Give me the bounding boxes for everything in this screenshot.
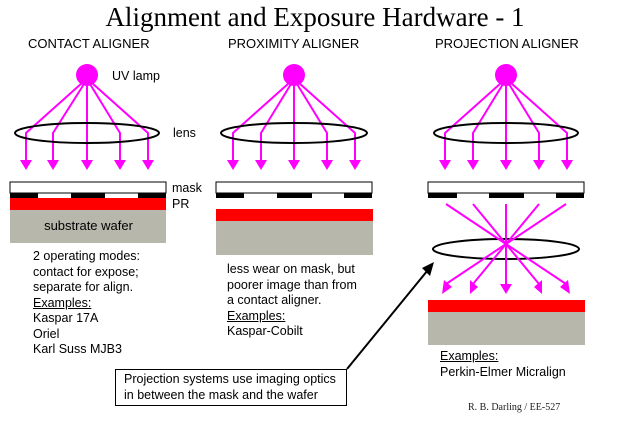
callout-line: in between the mask and the wafer xyxy=(124,387,318,402)
callout-pointer-arrow xyxy=(346,264,433,370)
heading-proximity-aligner: PROXIMITY ALIGNER xyxy=(228,36,360,51)
example-item: Karl Suss MJB3 xyxy=(33,342,122,356)
mask-chrome-pattern xyxy=(216,193,372,198)
mask-chrome-pattern xyxy=(428,193,584,198)
photoresist-layer xyxy=(428,300,585,312)
substrate-wafer xyxy=(216,221,373,255)
pr-label: PR xyxy=(172,197,190,211)
proximity-aligner-diagram xyxy=(215,64,373,255)
mask-plate xyxy=(215,181,373,194)
example-item: Kaspar-Cobilt xyxy=(227,324,303,338)
substrate-wafer xyxy=(10,210,166,243)
note-line: less wear on mask, but xyxy=(227,262,355,276)
uv-lamp-icon xyxy=(283,64,305,86)
callout-line: Projection systems use imaging optics xyxy=(124,372,336,386)
uv-lamp-icon xyxy=(495,64,517,86)
note-line: poorer image than from xyxy=(227,277,357,292)
contact-notes: 2 operating modes: contact for expose; s… xyxy=(33,249,140,358)
proximity-notes: less wear on mask, but poorer image than… xyxy=(227,262,357,340)
examples-label: Examples: xyxy=(33,295,92,310)
note-line: a contact aligner. xyxy=(227,293,322,307)
projection-beam-rays xyxy=(444,82,568,160)
projection-notes: Examples: Perkin-Elmer Micralign xyxy=(440,349,566,380)
example-item: Kaspar 17A xyxy=(33,311,99,325)
lens-label: lens xyxy=(173,126,196,140)
lens-icon xyxy=(14,122,160,144)
projection-aligner-diagram xyxy=(427,64,585,345)
note-line: contact for expose; xyxy=(33,264,139,279)
note-line: separate for align. xyxy=(33,280,134,294)
projection-arrowheads-upper xyxy=(439,160,573,170)
mask-chrome-pattern xyxy=(10,193,166,198)
note-line: 2 operating modes: xyxy=(33,249,141,263)
contact-arrowheads xyxy=(20,160,154,170)
photoresist-layer xyxy=(216,209,373,221)
contact-beam-rays xyxy=(25,82,149,160)
examples-label: Examples: xyxy=(440,349,499,363)
substrate-wafer-label: substrate wafer xyxy=(44,218,133,233)
projection-crossing-rays xyxy=(445,203,567,285)
slide-title: Alignment and Exposure Hardware - 1 xyxy=(105,2,525,32)
callout-arrowhead-icon xyxy=(422,262,434,276)
proximity-beam-rays xyxy=(232,82,356,160)
contact-aligner-diagram xyxy=(9,64,167,243)
uv-lamp-label: UV lamp xyxy=(112,69,160,83)
author-credit: R. B. Darling / EE-527 xyxy=(468,402,561,413)
heading-projection-aligner: PROJECTION ALIGNER xyxy=(435,36,579,51)
uv-lamp-icon xyxy=(76,64,98,86)
projection-arrowheads-lower xyxy=(442,280,570,294)
example-item: Oriel xyxy=(33,326,60,341)
mask-label: mask xyxy=(172,181,202,195)
heading-contact-aligner: CONTACT ALIGNER xyxy=(28,36,150,51)
mask-plate xyxy=(427,181,585,194)
mask-plate xyxy=(9,181,167,194)
substrate-wafer xyxy=(428,312,585,345)
lens-icon xyxy=(220,122,368,144)
projection-callout-box: Projection systems use imaging optics in… xyxy=(115,369,347,406)
examples-label: Examples: xyxy=(227,308,286,323)
example-item: Perkin-Elmer Micralign xyxy=(440,364,566,379)
photoresist-layer xyxy=(10,198,166,210)
lens-icon xyxy=(433,122,579,144)
proximity-arrowheads xyxy=(227,160,361,170)
